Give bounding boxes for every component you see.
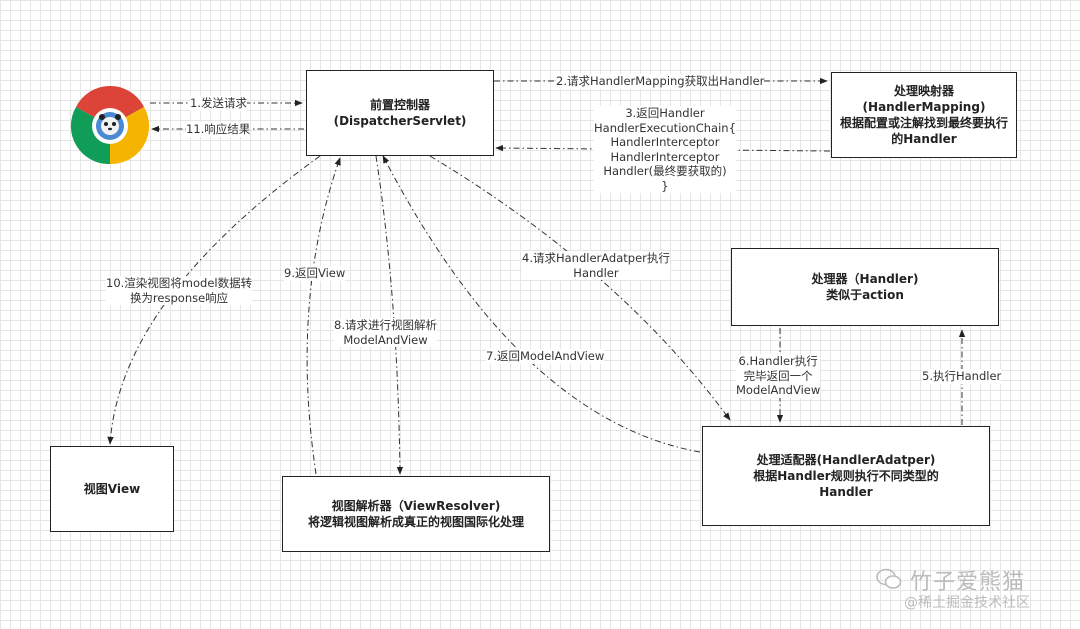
edge-label-3-line3: HandlerInterceptor: [610, 135, 720, 149]
edge-label-10-line1: 10.渲染视图将model数据转: [106, 276, 253, 290]
watermark-author: 竹子爱熊猫: [910, 570, 1026, 595]
edge-label-2-text: 2.请求HandlerMapping获取出Handler: [556, 74, 765, 88]
arrow-10: [107, 155, 321, 445]
edge-label-8-line1: 8.请求进行视图解析: [334, 318, 437, 332]
edge-label-5: 5.执行Handler: [922, 369, 1002, 384]
edge-label-3-line4: HandlerInterceptor: [610, 149, 720, 164]
edge-label-10-line2: 换为response响应: [129, 290, 229, 305]
handler-desc: 类似于action: [826, 288, 904, 302]
handler-mapping-title: 处理映射器: [893, 84, 954, 98]
edge-label-11-text: 11.响应结果: [186, 122, 251, 136]
view-resolver-title: 视图解析器（ViewResolver): [331, 499, 501, 513]
view-resolver-box: 视图解析器（ViewResolver) 将逻辑视图解析成真正的视图国际化处理: [282, 476, 550, 552]
handler-mapping-subtitle: (HandlerMapping): [862, 100, 986, 114]
edge-label-8-line2: ModelAndView: [343, 332, 428, 347]
edge-label-7-text: 7.返回ModelAndView: [486, 349, 605, 363]
edge-label-6: 6.Handler执行 完毕返回一个 ModelAndView: [736, 354, 821, 398]
edge-label-3-line5: Handler(最终要获取的): [603, 164, 727, 178]
edge-label-6-line3: ModelAndView: [736, 383, 821, 397]
dispatcher-title: 前置控制器: [369, 98, 430, 112]
adapter-desc1: 根据Handler规则执行不同类型的: [753, 469, 939, 483]
view-title: 视图View: [83, 482, 141, 496]
edge-label-5-text: 5.执行Handler: [922, 369, 1002, 383]
dispatcher-servlet-box: 前置控制器 (DispatcherServlet): [306, 70, 494, 156]
edge-label-9: 9.返回View: [284, 266, 346, 281]
edge-label-8: 8.请求进行视图解析 ModelAndView: [334, 318, 437, 347]
wechat-icon: [876, 568, 902, 594]
edge-label-11: 11.响应结果: [186, 122, 251, 137]
dispatcher-subtitle: (DispatcherServlet): [333, 114, 467, 128]
edge-label-3-line6: }: [661, 178, 669, 193]
handler-box: 处理器（Handler) 类似于action: [731, 248, 999, 326]
edge-label-9-text: 9.返回View: [284, 266, 346, 280]
edge-label-6-line2: 完毕返回一个: [743, 368, 813, 383]
handler-adapter-box: 处理适配器(HandlerAdatper) 根据Handler规则执行不同类型的…: [702, 426, 990, 526]
adapter-desc2: Handler: [819, 485, 873, 499]
edge-label-1-text: 1.发送请求: [190, 96, 247, 110]
edge-label-4: 4.请求HandlerAdatper执行 Handler: [522, 251, 670, 280]
view-box: 视图View: [50, 446, 174, 532]
arrow-7: [382, 155, 701, 453]
edge-label-1: 1.发送请求: [190, 96, 247, 111]
handler-mapping-desc2: 的Handler: [891, 132, 957, 146]
watermark-site: @稀土掘金技术社区: [904, 595, 1030, 611]
arrow-8: [375, 155, 404, 475]
edge-label-4-line2: Handler: [573, 265, 619, 280]
view-resolver-desc: 将逻辑视图解析成真正的视图国际化处理: [307, 515, 524, 529]
adapter-title: 处理适配器(HandlerAdatper): [756, 453, 936, 467]
arrow-9: [306, 157, 341, 475]
edge-label-7: 7.返回ModelAndView: [486, 349, 605, 364]
handler-mapping-desc1: 根据配置或注解找到最终要执行: [839, 116, 1008, 130]
edge-label-2: 2.请求HandlerMapping获取出Handler: [556, 74, 765, 89]
edge-label-10: 10.渲染视图将model数据转 换为response响应: [106, 276, 253, 305]
edge-label-4-line1: 4.请求HandlerAdatper执行: [522, 251, 670, 265]
chrome-browser-icon: [70, 85, 150, 166]
arrow-4: [429, 155, 731, 421]
edge-label-3: 3.返回Handler HandlerExecutionChain{ Handl…: [594, 106, 736, 193]
edge-label-6-line1: 6.Handler执行: [738, 354, 818, 368]
edge-label-3-line2: HandlerExecutionChain{: [594, 120, 736, 135]
handler-mapping-box: 处理映射器 (HandlerMapping) 根据配置或注解找到最终要执行 的H…: [831, 72, 1017, 158]
edge-label-3-line1: 3.返回Handler: [625, 106, 705, 120]
handler-title: 处理器（Handler): [811, 272, 919, 286]
